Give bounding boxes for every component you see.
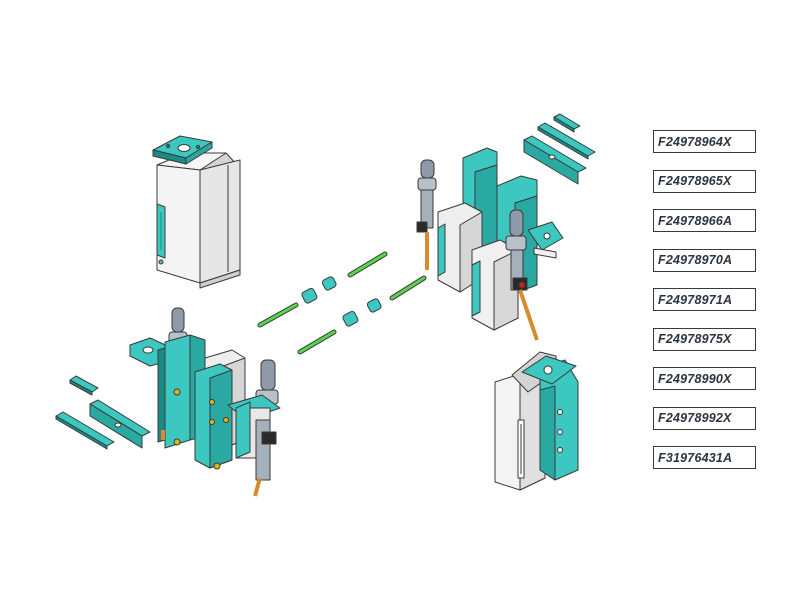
bottom-left-gripper-assembly (129, 307, 281, 497)
top-right-loose-plates (523, 113, 596, 185)
green-rods (257, 251, 427, 355)
part-number-label: F24978990X (653, 367, 756, 390)
part-number-label: F31976431A (653, 446, 756, 469)
bottom-left-loose-plates (55, 375, 151, 450)
part-number-label: F24978964X (653, 130, 756, 153)
part-number-list: F24978964X F24978965X F24978966A F249789… (653, 130, 756, 486)
part-number-label: F24978975X (653, 327, 756, 351)
part-number-label: F24978970A (653, 248, 756, 272)
part-number-label: F24978971A (653, 288, 756, 311)
top-left-jaw-block (152, 135, 241, 289)
spacer-sleeves (301, 276, 382, 327)
part-number-label: F24978966A (653, 209, 756, 232)
part-number-label: F24978965X (653, 169, 756, 193)
top-right-gripper-assembly (416, 147, 564, 341)
bottom-right-jaw-block (494, 351, 579, 491)
part-number-label: F24978992X (653, 406, 756, 430)
